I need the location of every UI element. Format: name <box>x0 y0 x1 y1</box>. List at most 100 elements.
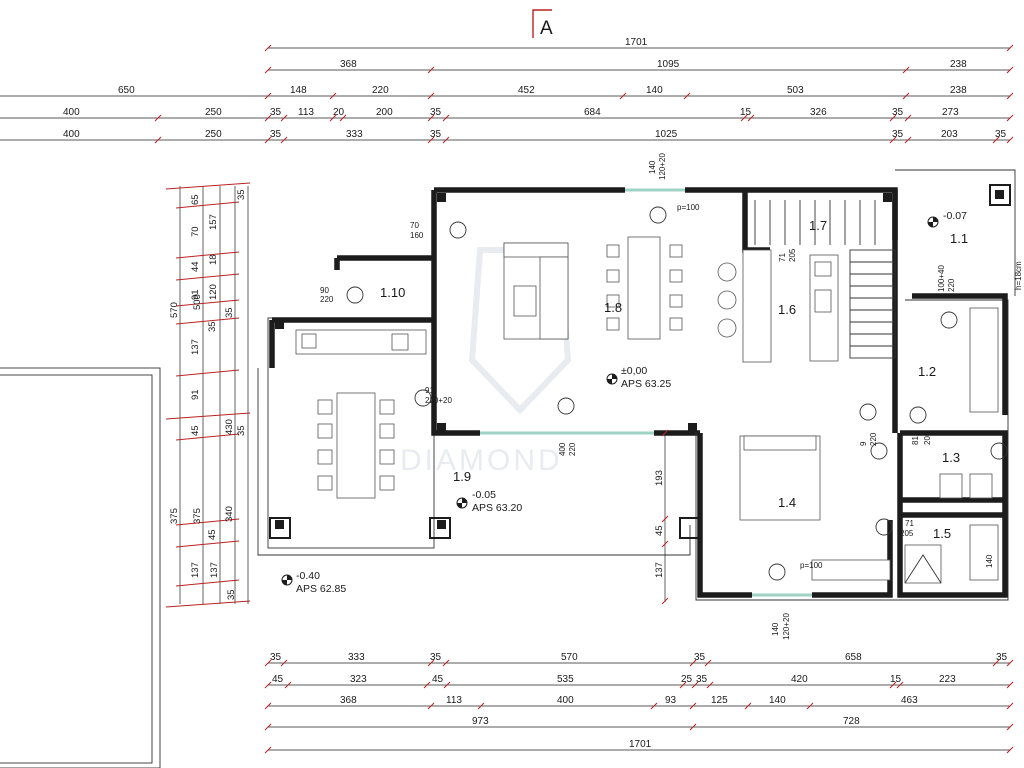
svg-text:35: 35 <box>207 321 218 332</box>
svg-text:113: 113 <box>298 107 314 118</box>
svg-text:1701: 1701 <box>629 739 652 750</box>
svg-text:658: 658 <box>845 652 862 663</box>
svg-text:125: 125 <box>711 695 728 706</box>
svg-text:137: 137 <box>190 339 201 355</box>
svg-text:973: 973 <box>472 716 489 727</box>
svg-text:35: 35 <box>236 425 247 436</box>
svg-text:-0.40: -0.40 <box>296 570 320 582</box>
svg-text:452: 452 <box>518 85 535 96</box>
svg-text:326: 326 <box>810 107 827 118</box>
svg-text:333: 333 <box>346 129 363 140</box>
svg-text:205: 205 <box>900 529 914 538</box>
svg-text:368: 368 <box>340 59 357 70</box>
room-label: 1.9 <box>453 469 471 484</box>
svg-text:323: 323 <box>350 674 367 685</box>
svg-text:91: 91 <box>190 389 201 400</box>
svg-text:160: 160 <box>410 231 424 240</box>
svg-text:400: 400 <box>63 129 80 140</box>
room-label: 1.10 <box>380 285 405 300</box>
svg-text:70: 70 <box>190 226 201 237</box>
svg-text:35: 35 <box>270 107 282 118</box>
svg-text:A: A <box>540 18 553 39</box>
svg-text:45: 45 <box>207 529 218 540</box>
svg-text:368: 368 <box>340 695 357 706</box>
svg-text:35: 35 <box>892 107 904 118</box>
svg-text:120: 120 <box>208 284 219 300</box>
room-labels: 1.1 1.2 1.3 1.4 1.5 1.6 1.7 1.8 1.9 1.10 <box>380 218 968 541</box>
svg-text:728: 728 <box>843 716 860 727</box>
svg-text:45: 45 <box>272 674 284 685</box>
svg-text:535: 535 <box>557 674 574 685</box>
svg-text:220+20: 220+20 <box>425 396 452 405</box>
svg-text:220: 220 <box>372 85 389 96</box>
svg-text:137: 137 <box>209 562 220 578</box>
svg-text:1025: 1025 <box>655 129 678 140</box>
svg-text:35: 35 <box>430 107 442 118</box>
svg-text:APS 62.85: APS 62.85 <box>296 583 346 595</box>
svg-text:-0.07: -0.07 <box>943 210 967 222</box>
svg-text:220: 220 <box>320 295 334 304</box>
svg-text:81: 81 <box>911 436 920 445</box>
svg-text:71: 71 <box>905 519 914 528</box>
svg-text:18: 18 <box>208 254 219 265</box>
svg-text:375: 375 <box>192 508 203 524</box>
svg-text:273: 273 <box>942 107 959 118</box>
svg-text:35: 35 <box>892 129 904 140</box>
svg-text:35: 35 <box>430 652 442 663</box>
svg-text:91: 91 <box>190 289 201 300</box>
svg-text:463: 463 <box>901 695 918 706</box>
svg-text:333: 333 <box>348 652 365 663</box>
watermark: DIAMOND <box>400 247 572 477</box>
svg-text:15: 15 <box>740 107 752 118</box>
room-label: 1.1 <box>950 231 968 246</box>
svg-text:9: 9 <box>859 441 868 446</box>
svg-text:250: 250 <box>205 129 222 140</box>
svg-text:570: 570 <box>561 652 578 663</box>
svg-text:71: 71 <box>778 253 787 262</box>
svg-text:44: 44 <box>190 261 201 272</box>
svg-text:113: 113 <box>446 695 462 706</box>
svg-text:503: 503 <box>787 85 804 96</box>
svg-text:650: 650 <box>118 85 135 96</box>
svg-text:193: 193 <box>654 470 665 486</box>
svg-text:20: 20 <box>333 107 345 118</box>
svg-text:90: 90 <box>320 286 329 295</box>
svg-text:70: 70 <box>410 221 419 230</box>
svg-text:250: 250 <box>205 107 222 118</box>
svg-text:35: 35 <box>224 307 235 318</box>
svg-text:35: 35 <box>270 129 282 140</box>
svg-text:35: 35 <box>236 189 247 200</box>
level-marks: -0.07 ±0,00 APS 63.25 -0.05 APS 63.20 -0… <box>281 210 967 595</box>
svg-text:220: 220 <box>568 442 577 456</box>
furniture <box>295 200 1008 584</box>
svg-text:140: 140 <box>985 554 994 568</box>
svg-text:238: 238 <box>950 59 967 70</box>
svg-text:±0,00: ±0,00 <box>621 365 647 377</box>
svg-text:203: 203 <box>941 129 958 140</box>
room-label: 1.7 <box>809 218 827 233</box>
svg-text:400: 400 <box>558 442 567 456</box>
room-label: 1.2 <box>918 364 936 379</box>
svg-text:220: 220 <box>947 278 956 292</box>
svg-text:140: 140 <box>769 695 786 706</box>
room-label: 1.6 <box>778 302 796 317</box>
svg-text:35: 35 <box>226 589 237 600</box>
svg-text:140: 140 <box>646 85 663 96</box>
left-dimensions: 570 375 500 375 137 65 70 44 91 35 137 9… <box>165 182 251 608</box>
svg-text:223: 223 <box>939 674 956 685</box>
svg-text:25: 25 <box>681 674 693 685</box>
svg-text:340: 340 <box>224 506 235 522</box>
svg-text:91: 91 <box>425 386 434 395</box>
svg-text:570: 570 <box>169 302 180 318</box>
svg-text:45: 45 <box>190 425 201 436</box>
svg-text:375: 375 <box>169 508 180 524</box>
svg-text:400: 400 <box>63 107 80 118</box>
svg-text:200: 200 <box>376 107 393 118</box>
svg-text:35: 35 <box>694 652 706 663</box>
svg-text:DIAMOND: DIAMOND <box>400 444 563 477</box>
svg-text:140: 140 <box>648 160 657 174</box>
svg-text:15: 15 <box>890 674 902 685</box>
svg-text:45: 45 <box>432 674 444 685</box>
svg-text:65: 65 <box>190 194 201 205</box>
